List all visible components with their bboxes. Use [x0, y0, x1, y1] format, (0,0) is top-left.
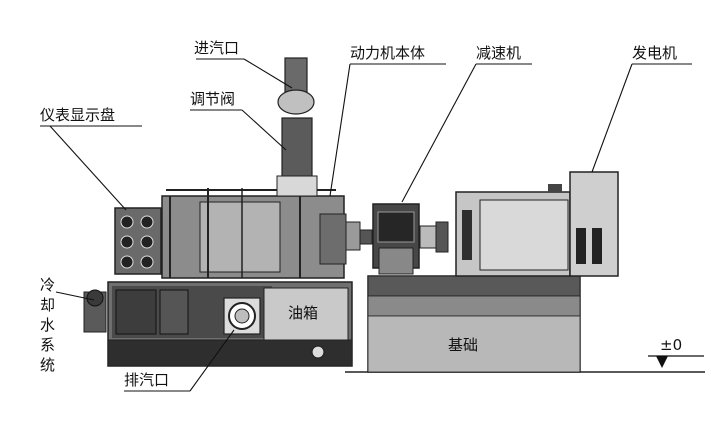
power-unit-body — [161, 188, 347, 279]
leader-lines — [40, 58, 692, 392]
coupling-2 — [419, 221, 449, 253]
label-reducer: 减速机 — [476, 44, 521, 62]
reducer — [372, 203, 420, 275]
foundation — [367, 275, 581, 373]
coupling — [345, 221, 373, 251]
instrument-panel — [114, 207, 162, 275]
label-generator: 发电机 — [632, 44, 677, 62]
label-foundation: 基础 — [448, 336, 478, 354]
label-ground-level: ±0 — [660, 336, 682, 354]
steam-exhaust-flange — [223, 297, 261, 335]
label-oil-tank: 油箱 — [288, 304, 318, 322]
label-steam-inlet: 进汽口 — [194, 39, 239, 57]
label-instrument-panel: 仪表显示盘 — [40, 106, 115, 124]
label-steam-exhaust: 排汽口 — [124, 371, 169, 389]
label-control-valve: 调节阀 — [190, 90, 235, 108]
label-power-body: 动力机本体 — [350, 44, 425, 62]
steam-inlet-column — [276, 57, 318, 197]
label-cooling-water-system: 冷 却 水 系 统 — [40, 276, 60, 374]
cooling-water-system — [83, 289, 189, 335]
generator — [455, 171, 619, 277]
ground-level-marker — [656, 356, 668, 368]
